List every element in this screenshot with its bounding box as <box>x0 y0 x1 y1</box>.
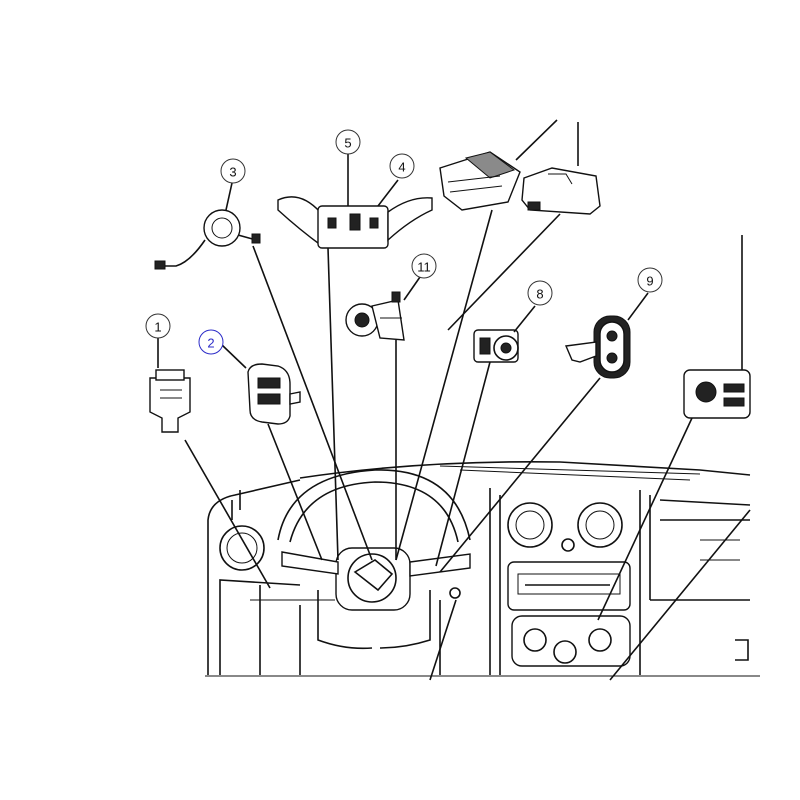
callout-11[interactable]: 11 <box>411 253 437 279</box>
svg-text:4: 4 <box>398 160 405 175</box>
part-3-clockspring <box>154 209 261 270</box>
svg-text:9: 9 <box>646 274 653 289</box>
part-control-module-left <box>439 151 521 211</box>
leader-lines <box>157 119 751 681</box>
part-4-5-multifunction-switch <box>277 196 433 249</box>
svg-text:11: 11 <box>417 260 431 275</box>
svg-text:5: 5 <box>344 136 351 151</box>
instrument-panel <box>205 461 760 677</box>
part-control-module-right <box>521 167 601 215</box>
callout-8[interactable]: 8 <box>527 280 553 306</box>
svg-text:8: 8 <box>536 287 543 302</box>
part-1-switch <box>149 369 191 433</box>
callout-3[interactable]: 3 <box>220 158 246 184</box>
svg-text:3: 3 <box>229 165 236 180</box>
part-11-ignition-switch <box>345 291 405 341</box>
svg-text:1: 1 <box>154 320 161 335</box>
callout-2[interactable]: 2 <box>198 329 224 355</box>
callout-4[interactable]: 4 <box>389 153 415 179</box>
svg-text:2: 2 <box>207 336 214 351</box>
part-9-dimmer-switch <box>564 315 631 379</box>
callout-5[interactable]: 5 <box>335 129 361 155</box>
callout-1[interactable]: 1 <box>145 313 171 339</box>
part-8-headlamp-switch <box>473 329 519 363</box>
callout-9[interactable]: 9 <box>637 267 663 293</box>
part-panel-switch-right <box>683 369 751 419</box>
part-2-switch-bezel <box>247 363 301 425</box>
